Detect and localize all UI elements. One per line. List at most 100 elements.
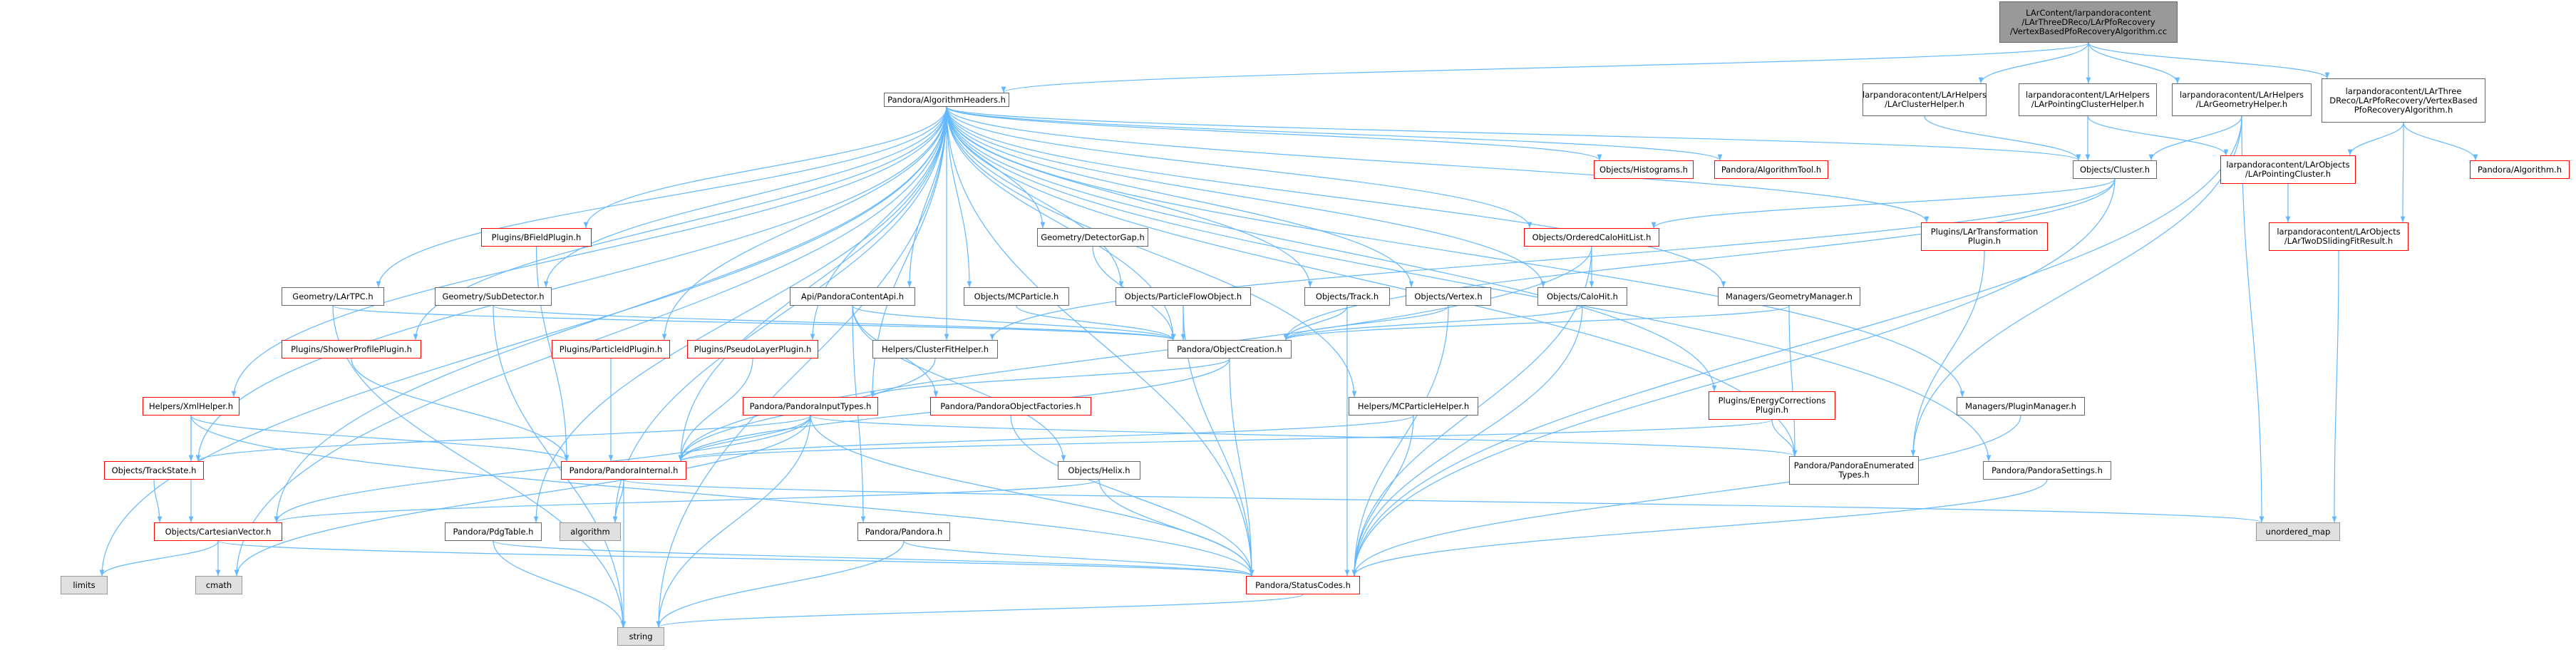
edge-root-to-vbpra	[2088, 42, 2330, 79]
plugin-manager-node[interactable]: Managers/PluginManager.h	[1957, 397, 2085, 416]
edge-alghead-to-ocl	[946, 106, 1532, 229]
edge-alghead-to-plugmgr	[946, 106, 1965, 398]
status-codes-node[interactable]: Pandora/StatusCodes.h	[1246, 576, 1360, 594]
edge-lgh-to-umap	[2241, 115, 2265, 523]
edge-alghead-to-track	[946, 106, 1313, 288]
mc-particle-helper-node[interactable]: Helpers/MCParticleHelper.h	[1349, 397, 1478, 416]
pseudo-layer-plugin-node[interactable]: Plugins/PseudoLayerPlugin.h	[687, 340, 818, 358]
lar-pointing-cluster-node[interactable]: larpandoracontent/LArObjects /LArPointin…	[2220, 155, 2356, 184]
mc-particle-node[interactable]: Objects/MCParticle.h	[964, 287, 1069, 306]
edge-pit-to-penum	[810, 415, 1797, 457]
edge-xml-to-status	[190, 415, 1254, 577]
edge-alghead-to-ecp	[946, 106, 1717, 392]
edge-tpc-to-objcre	[332, 305, 1175, 341]
sub-detector-node[interactable]: Geometry/SubDetector.h	[435, 287, 552, 306]
particle-flow-object-node[interactable]: Objects/ParticleFlowObject.h	[1116, 287, 1251, 306]
energy-corrections-plugin-node[interactable]: Plugins/EnergyCorrections Plugin.h	[1709, 391, 1835, 420]
edge-mcp-to-objcre	[1016, 305, 1176, 341]
xml-helper-node[interactable]: Helpers/XmlHelper.h	[143, 397, 239, 416]
cartesian-vector-node[interactable]: Objects/CartesianVector.h	[154, 522, 282, 541]
edge-ltp-to-penum	[1910, 250, 1985, 457]
edge-subdet-to-objcre	[493, 305, 1175, 341]
pandora-object-factories-node[interactable]: Pandora/PandoraObjectFactories.h	[930, 397, 1091, 416]
edge-root-to-lch	[1978, 42, 2089, 84]
edge-mcph-to-pint	[678, 415, 1414, 462]
vertex-based-pfo-recovery-header-node[interactable]: larpandoracontent/LArThree DReco/LArPfoR…	[2322, 78, 2485, 123]
calohit-node[interactable]: Objects/CaloHit.h	[1537, 287, 1627, 306]
algorithm-headers-node[interactable]: Pandora/AlgorithmHeaders.h	[884, 93, 1009, 107]
pandora-input-types-node[interactable]: Pandora/PandoraInputTypes.h	[743, 397, 878, 416]
geometry-manager-node[interactable]: Managers/GeometryManager.h	[1718, 287, 1860, 306]
pdg-table-node[interactable]: Pandora/PdgTable.h	[445, 522, 542, 541]
edge-xml-to-pint	[190, 415, 570, 462]
edge-vbpra-to-ltd	[2400, 122, 2406, 223]
edge-lgh-to-cluster	[2148, 115, 2242, 161]
edge-root-to-lgh	[2088, 42, 2180, 84]
cmath-external-node[interactable]: cmath	[195, 576, 242, 594]
cluster-node[interactable]: Objects/Cluster.h	[2073, 160, 2157, 179]
pandora-settings-node[interactable]: Pandora/PandoraSettings.h	[1983, 461, 2111, 480]
vertex-node[interactable]: Objects/Vertex.h	[1406, 287, 1491, 306]
root-file-node[interactable]: LArContent/larpandoracontent /LArThreeDR…	[1999, 1, 2178, 43]
lar-transformation-plugin-node[interactable]: Plugins/LArTransformation Plugin.h	[1921, 222, 2048, 251]
edge-cluster-to-objcre	[1283, 178, 2116, 341]
edge-mcph-to-status	[1351, 415, 1414, 577]
edge-alghead-to-limits	[99, 106, 947, 577]
edge-pandora-to-status	[903, 540, 1254, 577]
edge-alghead-to-tpc	[376, 106, 947, 288]
edge-alghead-to-ts	[195, 106, 947, 462]
edge-pseudo-to-pint	[678, 358, 753, 462]
lar-twod-sliding-fit-result-node[interactable]: larpandoracontent/LArObjects /LArTwoDSli…	[2269, 222, 2408, 251]
helix-node[interactable]: Objects/Helix.h	[1058, 461, 1140, 480]
cluster-fit-helper-node[interactable]: Helpers/ClusterFitHelper.h	[872, 340, 998, 358]
shower-profile-plugin-node[interactable]: Plugins/ShowerProfilePlugin.h	[282, 340, 421, 358]
edge-calohit-to-status	[1351, 305, 1583, 577]
lar-geometry-helper-node[interactable]: larpandoracontent/LArHelpers /LArGeometr…	[2172, 83, 2312, 116]
unordered-map-external-node[interactable]: unordered_map	[2256, 522, 2340, 541]
detector-gap-node[interactable]: Geometry/DetectorGap.h	[1037, 228, 1148, 247]
edge-track-to-objcre	[1283, 305, 1348, 341]
limits-external-node[interactable]: limits	[61, 576, 108, 594]
bfield-plugin-node[interactable]: Plugins/BFieldPlugin.h	[481, 228, 592, 247]
pandora-content-api-node[interactable]: Api/PandoraContentApi.h	[790, 287, 915, 306]
track-state-node[interactable]: Objects/TrackState.h	[104, 461, 204, 480]
string-external-node[interactable]: string	[617, 627, 664, 646]
edge-alghead-to-mcp	[946, 106, 972, 288]
edge-vertex-to-objcre	[1283, 305, 1449, 341]
edge-pit-to-cv	[274, 415, 811, 523]
pandora-internal-node[interactable]: Pandora/PandoraInternal.h	[561, 461, 686, 480]
particle-id-plugin-node[interactable]: Plugins/ParticleIdPlugin.h	[552, 340, 670, 358]
track-node[interactable]: Objects/Track.h	[1304, 287, 1390, 306]
edge-status-to-string	[656, 594, 1304, 628]
edge-plugmgr-to-status	[1351, 415, 2021, 577]
edge-alghead-to-pid	[661, 106, 947, 341]
edge-ecp-to-pint	[679, 419, 1773, 462]
edge-cluster-to-cfh	[989, 178, 2116, 341]
lar-pointing-cluster-helper-node[interactable]: larpandoracontent/LArHelpers /LArPointin…	[2019, 83, 2157, 116]
edge-lch-to-cluster	[1924, 115, 2081, 161]
object-creation-node[interactable]: Pandora/ObjectCreation.h	[1168, 340, 1292, 358]
edge-ltd-to-umap	[2332, 250, 2339, 523]
edge-alghead-to-vertex	[946, 106, 1414, 288]
histograms-node[interactable]: Objects/Histograms.h	[1594, 160, 1694, 179]
edge-alghead-to-api	[907, 106, 947, 288]
algorithm-tool-node[interactable]: Pandora/AlgorithmTool.h	[1714, 160, 1828, 179]
edge-subdet-to-string	[493, 305, 626, 628]
lar-cluster-helper-node[interactable]: larpandoracontent/LArHelpers /LArCluster…	[1863, 83, 1987, 116]
edge-bfield-to-pint	[535, 246, 570, 462]
lar-tpc-node[interactable]: Geometry/LArTPC.h	[282, 287, 384, 306]
edge-alghead-to-string	[656, 106, 947, 628]
edge-vbpra-to-lpc	[2347, 122, 2404, 156]
edge-ts-to-cv	[153, 479, 163, 523]
edge-cv-to-limits	[99, 540, 219, 577]
edge-alghead-to-mcph	[946, 106, 1357, 398]
ordered-calohit-list-node[interactable]: Objects/OrderedCaloHitList.h	[1524, 228, 1659, 247]
edge-alghead-to-pfo	[946, 106, 1124, 288]
pandora-node[interactable]: Pandora/Pandora.h	[857, 522, 950, 541]
edge-shower-to-pint	[351, 358, 570, 462]
edge-pit-to-string	[656, 415, 811, 628]
pandora-algorithm-node[interactable]: Pandora/Algorithm.h	[2470, 160, 2570, 179]
algorithm-external-node[interactable]: algorithm	[560, 522, 621, 541]
pandora-enumerated-types-node[interactable]: Pandora/PandoraEnumerated Types.h	[1789, 456, 1919, 485]
